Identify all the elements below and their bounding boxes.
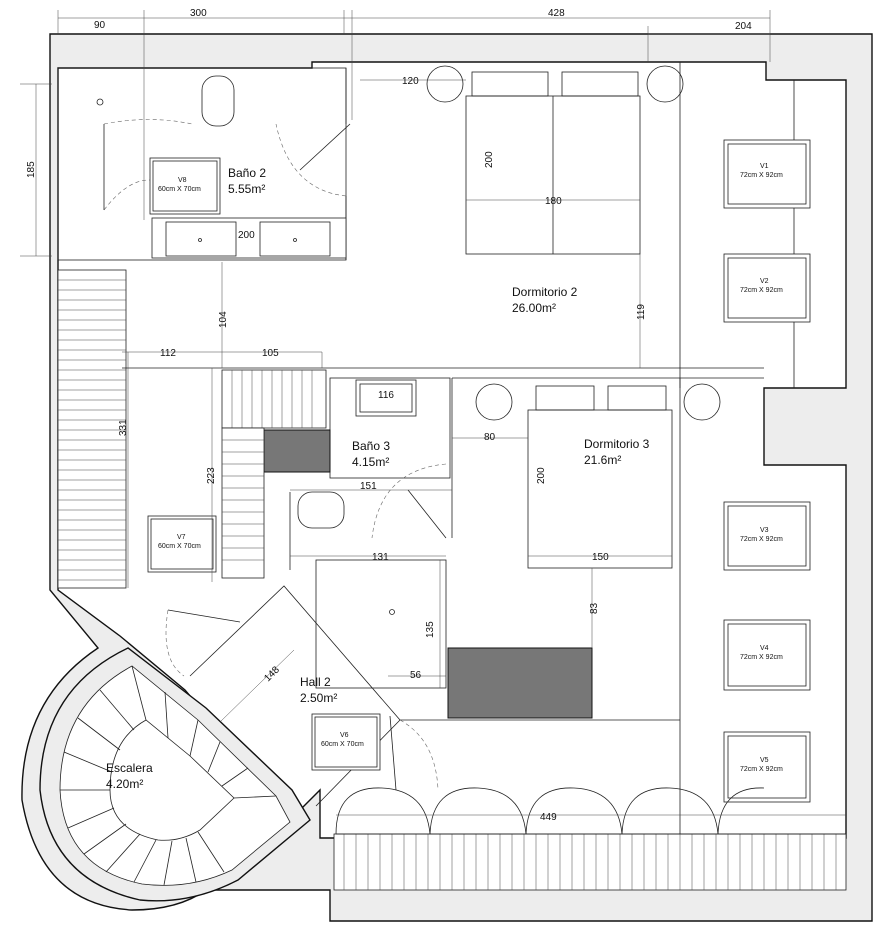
hall2-area: 2.50m² — [300, 691, 337, 705]
dormitorio2-name: Dormitorio 2 — [512, 285, 578, 299]
dim-119: 119 — [636, 304, 647, 320]
window-v1-label: V1 — [760, 163, 769, 170]
window-v6[interactable]: V6 60cm X 70cm — [311, 713, 381, 771]
hall2-name: Hall 2 — [300, 675, 331, 689]
dormitorio3-name: Dormitorio 3 — [584, 437, 650, 451]
dim-200-vanity: 200 — [238, 230, 255, 241]
dim-331: 331 — [118, 419, 129, 436]
bano2-wc — [201, 75, 235, 127]
escalera-area: 4.20m² — [106, 777, 143, 791]
bano3-name: Baño 3 — [352, 439, 390, 453]
dim-top-300: 300 — [190, 8, 207, 19]
dim-151: 151 — [360, 481, 377, 492]
window-v4[interactable]: V4 72cm X 92cm — [723, 619, 811, 691]
inner-stair — [221, 369, 327, 579]
dim-223: 223 — [206, 467, 217, 484]
window-v6-size: 60cm X 70cm — [321, 741, 364, 748]
window-v8[interactable]: V8 60cm X 70cm — [149, 157, 221, 215]
dormitorio2-area: 26.00m² — [512, 301, 556, 315]
window-v7[interactable]: V7 60cm X 70cm — [147, 515, 217, 573]
dim-56: 56 — [410, 670, 422, 681]
bano3-vanity — [355, 379, 417, 417]
window-v2-label: V2 — [760, 278, 769, 285]
dormitorio3-room — [400, 377, 764, 838]
dimension-lines — [20, 10, 846, 816]
window-v8-size: 60cm X 70cm — [158, 186, 201, 193]
window-v3[interactable]: V3 72cm X 92cm — [723, 501, 811, 571]
window-v5-size: 72cm X 92cm — [740, 766, 783, 773]
dim-left-185: 185 — [26, 161, 37, 178]
window-v7-size: 60cm X 70cm — [158, 543, 201, 550]
escalera-name: Escalera — [106, 761, 153, 775]
bano2-area: 5.55m² — [228, 182, 265, 196]
window-v4-label: V4 — [760, 645, 769, 652]
bano3-room — [263, 377, 453, 689]
dim-80: 80 — [484, 432, 496, 443]
dim-150: 150 — [592, 552, 609, 563]
window-v5[interactable]: V5 72cm X 92cm — [723, 731, 811, 803]
bano3-cabinet — [263, 429, 331, 473]
bano3-wc — [297, 491, 345, 529]
nightstand-lamp — [475, 383, 513, 421]
bano3-shower — [315, 559, 447, 689]
dim-200-bed3: 200 — [536, 467, 547, 484]
nightstand-lamp — [426, 65, 464, 103]
window-v3-size: 72cm X 92cm — [740, 536, 783, 543]
dim-105: 105 — [262, 348, 279, 359]
bano2-name: Baño 2 — [228, 166, 266, 180]
dim-104: 104 — [218, 311, 229, 328]
dim-200-bed2: 200 — [484, 151, 495, 168]
nightstand-lamp — [646, 65, 684, 103]
dormitorio3-area: 21.6m² — [584, 453, 621, 467]
dim-top-204: 204 — [735, 21, 752, 32]
window-v5-label: V5 — [760, 757, 769, 764]
window-v4-size: 72cm X 92cm — [740, 654, 783, 661]
window-v2[interactable]: V2 72cm X 92cm — [723, 253, 811, 323]
bano3-area: 4.15m² — [352, 455, 389, 469]
bano2-room — [57, 67, 351, 261]
window-v8-label: V8 — [178, 177, 187, 184]
spiral-staircase[interactable] — [39, 647, 311, 902]
dim-120: 120 — [402, 76, 419, 87]
dim-top-90: 90 — [94, 20, 106, 31]
window-v1-size: 72cm X 92cm — [740, 172, 783, 179]
left-stair-run — [57, 269, 127, 589]
dim-83: 83 — [589, 602, 600, 614]
bed-3 — [527, 409, 673, 569]
window-v6-label: V6 — [340, 732, 349, 739]
window-v1[interactable]: V1 72cm X 92cm — [723, 139, 811, 209]
window-v7-label: V7 — [177, 534, 186, 541]
bottom-terrace — [333, 787, 847, 891]
wardrobe-block — [447, 647, 593, 719]
window-v2-size: 72cm X 92cm — [740, 287, 783, 294]
dim-112: 112 — [160, 348, 176, 359]
dim-180: 180 — [545, 196, 562, 207]
dim-135: 135 — [425, 621, 436, 638]
dormitorio2-room — [122, 62, 795, 388]
dim-116: 116 — [378, 390, 394, 401]
dim-top-428: 428 — [548, 8, 565, 19]
nightstand-lamp — [683, 383, 721, 421]
dim-131: 131 — [372, 552, 389, 563]
bano2-vanity — [151, 217, 347, 259]
dim-449: 449 — [540, 812, 557, 823]
window-v3-label: V3 — [760, 527, 769, 534]
